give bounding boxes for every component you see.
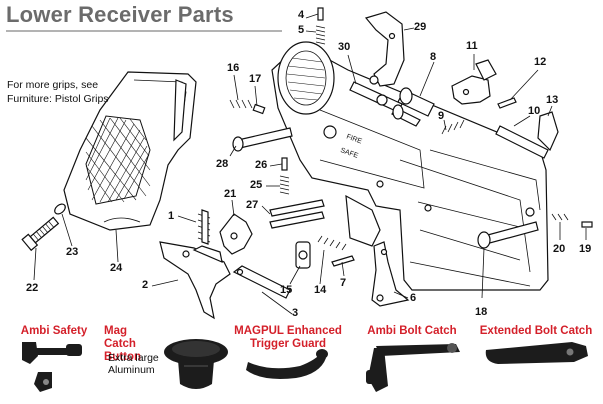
callout-11: 11	[466, 40, 478, 52]
ambi-bolt-catch-photo	[366, 343, 460, 392]
spring-detent-right-drawing	[551, 213, 593, 228]
detent-spring-middle-drawing	[279, 157, 290, 195]
grips-note-line1: For more grips, see	[7, 79, 99, 91]
callout-4: 4	[298, 9, 305, 21]
buffer-retainer-drawing	[295, 241, 311, 269]
callout-17: 17	[249, 73, 262, 85]
accessory-ambi-bolt-catch-label: Ambi Bolt Catch	[367, 325, 457, 337]
mag-catch-button-drawing	[391, 87, 435, 127]
grips-note-line2-link[interactable]: Furniture: Pistol Grips	[7, 93, 109, 105]
ambi-safety-photo	[22, 342, 82, 392]
accessory-magpul-label-1: MAGPUL Enhanced	[234, 325, 342, 337]
trigger-guard-drawing	[371, 241, 410, 307]
magpul-trigger-guard-photo	[246, 349, 328, 379]
accessory-mag-catch-sub-1: Extra large	[108, 352, 159, 364]
mag-catch-button-photo	[164, 339, 228, 389]
grips-note: For more grips, see Furniture: Pistol Gr…	[7, 78, 109, 106]
callout-3: 3	[292, 307, 299, 319]
callout-1: 1	[168, 210, 175, 222]
callout-24: 24	[110, 262, 123, 274]
callout-13: 13	[546, 94, 559, 106]
callout-29: 29	[414, 21, 427, 33]
accessory-ambi-bolt-catch-link[interactable]: Ambi Bolt Catch	[360, 325, 464, 338]
hammer-spring-drawing	[197, 209, 211, 245]
page-title: Lower Receiver Parts	[6, 2, 234, 27]
callout-7: 7	[340, 277, 347, 289]
callout-8: 8	[430, 51, 437, 63]
accessory-mag-catch-sub: Extra large Aluminum	[108, 352, 159, 376]
accessory-magpul-trigger-guard-link[interactable]: MAGPUL Enhanced Trigger Guard	[228, 325, 348, 351]
accessory-mag-catch-label-2: Button	[104, 351, 142, 363]
callout-12: 12	[534, 56, 547, 68]
callout-30: 30	[338, 41, 351, 53]
callout-6: 6	[410, 292, 417, 304]
callout-27: 27	[246, 199, 259, 211]
extended-bolt-catch-photo	[485, 342, 588, 364]
callout-16: 16	[227, 62, 240, 74]
accessory-mag-catch-link[interactable]: Mag Catch Button	[104, 325, 160, 364]
callout-9: 9	[438, 110, 445, 122]
accessory-ambi-safety-link[interactable]: Ambi Safety	[14, 325, 94, 338]
accessory-extended-bolt-catch-link[interactable]: Extended Bolt Catch	[472, 325, 600, 338]
hammer-drawing	[219, 213, 253, 255]
bolt-catch-drawing	[451, 59, 497, 105]
roll-pin-12-drawing	[497, 97, 517, 109]
disconnector-spring-drawing	[232, 265, 291, 299]
callout-21: 21	[224, 188, 237, 200]
roll-pin-7-drawing	[331, 255, 355, 267]
detent-spring-top-drawing	[315, 7, 326, 45]
pins-27-drawing	[269, 199, 325, 229]
leader-lines	[33, 13, 587, 315]
pin-28-drawing	[232, 127, 293, 152]
accessory-mag-catch-label-1: Mag Catch	[104, 325, 136, 350]
trigger-drawing	[159, 241, 231, 320]
callout-19: 19	[579, 243, 592, 255]
grip-screw-drawing	[21, 203, 66, 252]
spring-9-drawing	[441, 119, 465, 135]
spring-14-drawing	[317, 235, 347, 251]
callout-28: 28	[216, 158, 229, 170]
pivot-pin-drawing	[495, 111, 559, 159]
lower-receiver-drawing	[271, 41, 549, 291]
callout-18: 18	[475, 306, 488, 318]
detent-spring-left-drawing	[229, 99, 266, 115]
accessory-ambi-safety-label: Ambi Safety	[20, 325, 88, 337]
accessory-extended-bolt-catch-label: Extended Bolt Catch	[479, 325, 593, 337]
callout-22: 22	[26, 282, 39, 294]
callout-5: 5	[298, 24, 305, 36]
callout-25: 25	[250, 179, 263, 191]
disconnector-drawing	[364, 11, 405, 87]
callout-2: 2	[142, 279, 149, 291]
callout-20: 20	[553, 243, 566, 255]
takedown-pin-drawing	[477, 221, 539, 249]
accessory-mag-catch-sub-2: Aluminum	[108, 364, 155, 376]
callout-15: 15	[280, 284, 293, 296]
pistol-grip-drawing	[63, 71, 197, 231]
callout-23: 23	[66, 246, 79, 258]
callout-10: 10	[528, 105, 541, 117]
callout-26: 26	[255, 159, 268, 171]
accessory-magpul-label-2: Trigger Guard	[249, 338, 327, 350]
callout-14: 14	[314, 284, 327, 296]
